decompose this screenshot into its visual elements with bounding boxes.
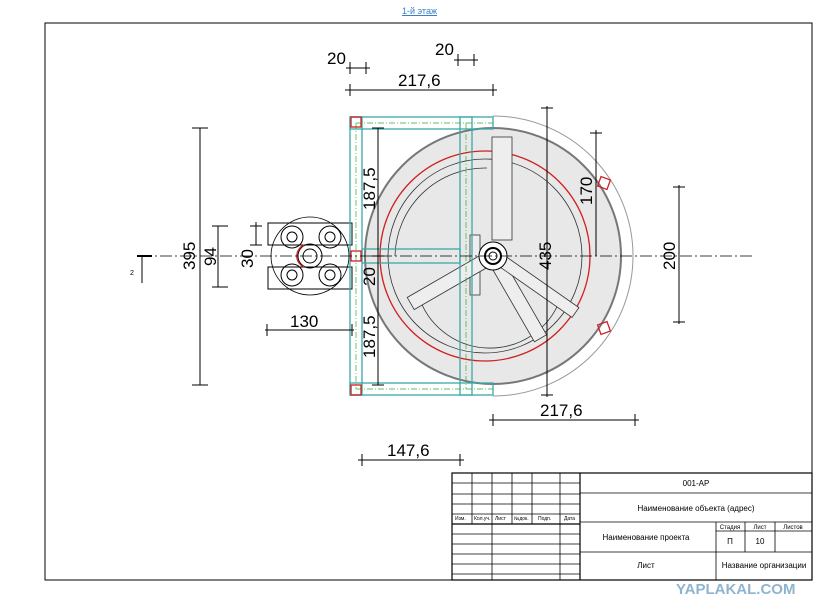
sheet-frame — [44, 22, 813, 581]
section-marker-label: 2 — [130, 270, 134, 277]
column-header: Дата — [564, 516, 575, 522]
column-header: №док. — [514, 516, 529, 522]
dim-30: 30 — [238, 249, 257, 268]
floor-title-link[interactable]: 1-й этаж — [402, 6, 437, 16]
title-block-text: Изм. Кол.уч. Лист №док. Подп. Дата 001-А… — [455, 479, 806, 570]
sheet-label: Лист — [637, 561, 655, 570]
column-header: Кол.уч. — [474, 516, 490, 522]
sheets-header: Листов — [783, 525, 803, 531]
stage-value: П — [727, 537, 733, 546]
left-device — [267, 216, 353, 296]
dim-top-width: 217,6 — [398, 71, 441, 90]
dim-395: 395 — [180, 242, 199, 270]
dim-435: 435 — [536, 242, 555, 270]
organization: Название организации — [722, 561, 807, 570]
dim-94: 94 — [201, 247, 220, 266]
dim-170: 170 — [577, 177, 596, 205]
dim-20-middle: 20 — [360, 267, 379, 286]
dimension-lines — [192, 54, 685, 466]
drawing-code: 001-АР — [683, 479, 710, 488]
stage-header: Стадия — [720, 525, 740, 531]
dim-lower-187: 187,5 — [360, 315, 379, 358]
dim-top-20-left: 20 — [327, 49, 346, 68]
dim-bottom-width: 217,6 — [540, 401, 583, 420]
column-header: Лист — [495, 516, 507, 522]
project-name: Наименование проекта — [603, 533, 691, 542]
dim-130: 130 — [290, 312, 318, 331]
dim-upper-187: 187,5 — [360, 167, 379, 210]
column-header: Изм. — [455, 516, 466, 522]
dim-top-20-right: 20 — [435, 40, 454, 59]
section-marker: 2 — [130, 255, 152, 283]
anchor-points — [350, 116, 612, 396]
object-name: Наименование объекта (адрес) — [637, 504, 754, 513]
sheet-header: Лист — [753, 525, 766, 531]
dim-200: 200 — [660, 242, 679, 270]
title-block — [451, 472, 813, 581]
watermark: YAPLAKAL.COM — [676, 581, 795, 597]
sheet-value: 10 — [756, 537, 765, 546]
column-header: Подп. — [538, 516, 551, 522]
dimension-labels: 20 20 217,6 395 94 30 130 187,5 20 187,5… — [180, 40, 679, 460]
dim-147: 147,6 — [387, 441, 430, 460]
